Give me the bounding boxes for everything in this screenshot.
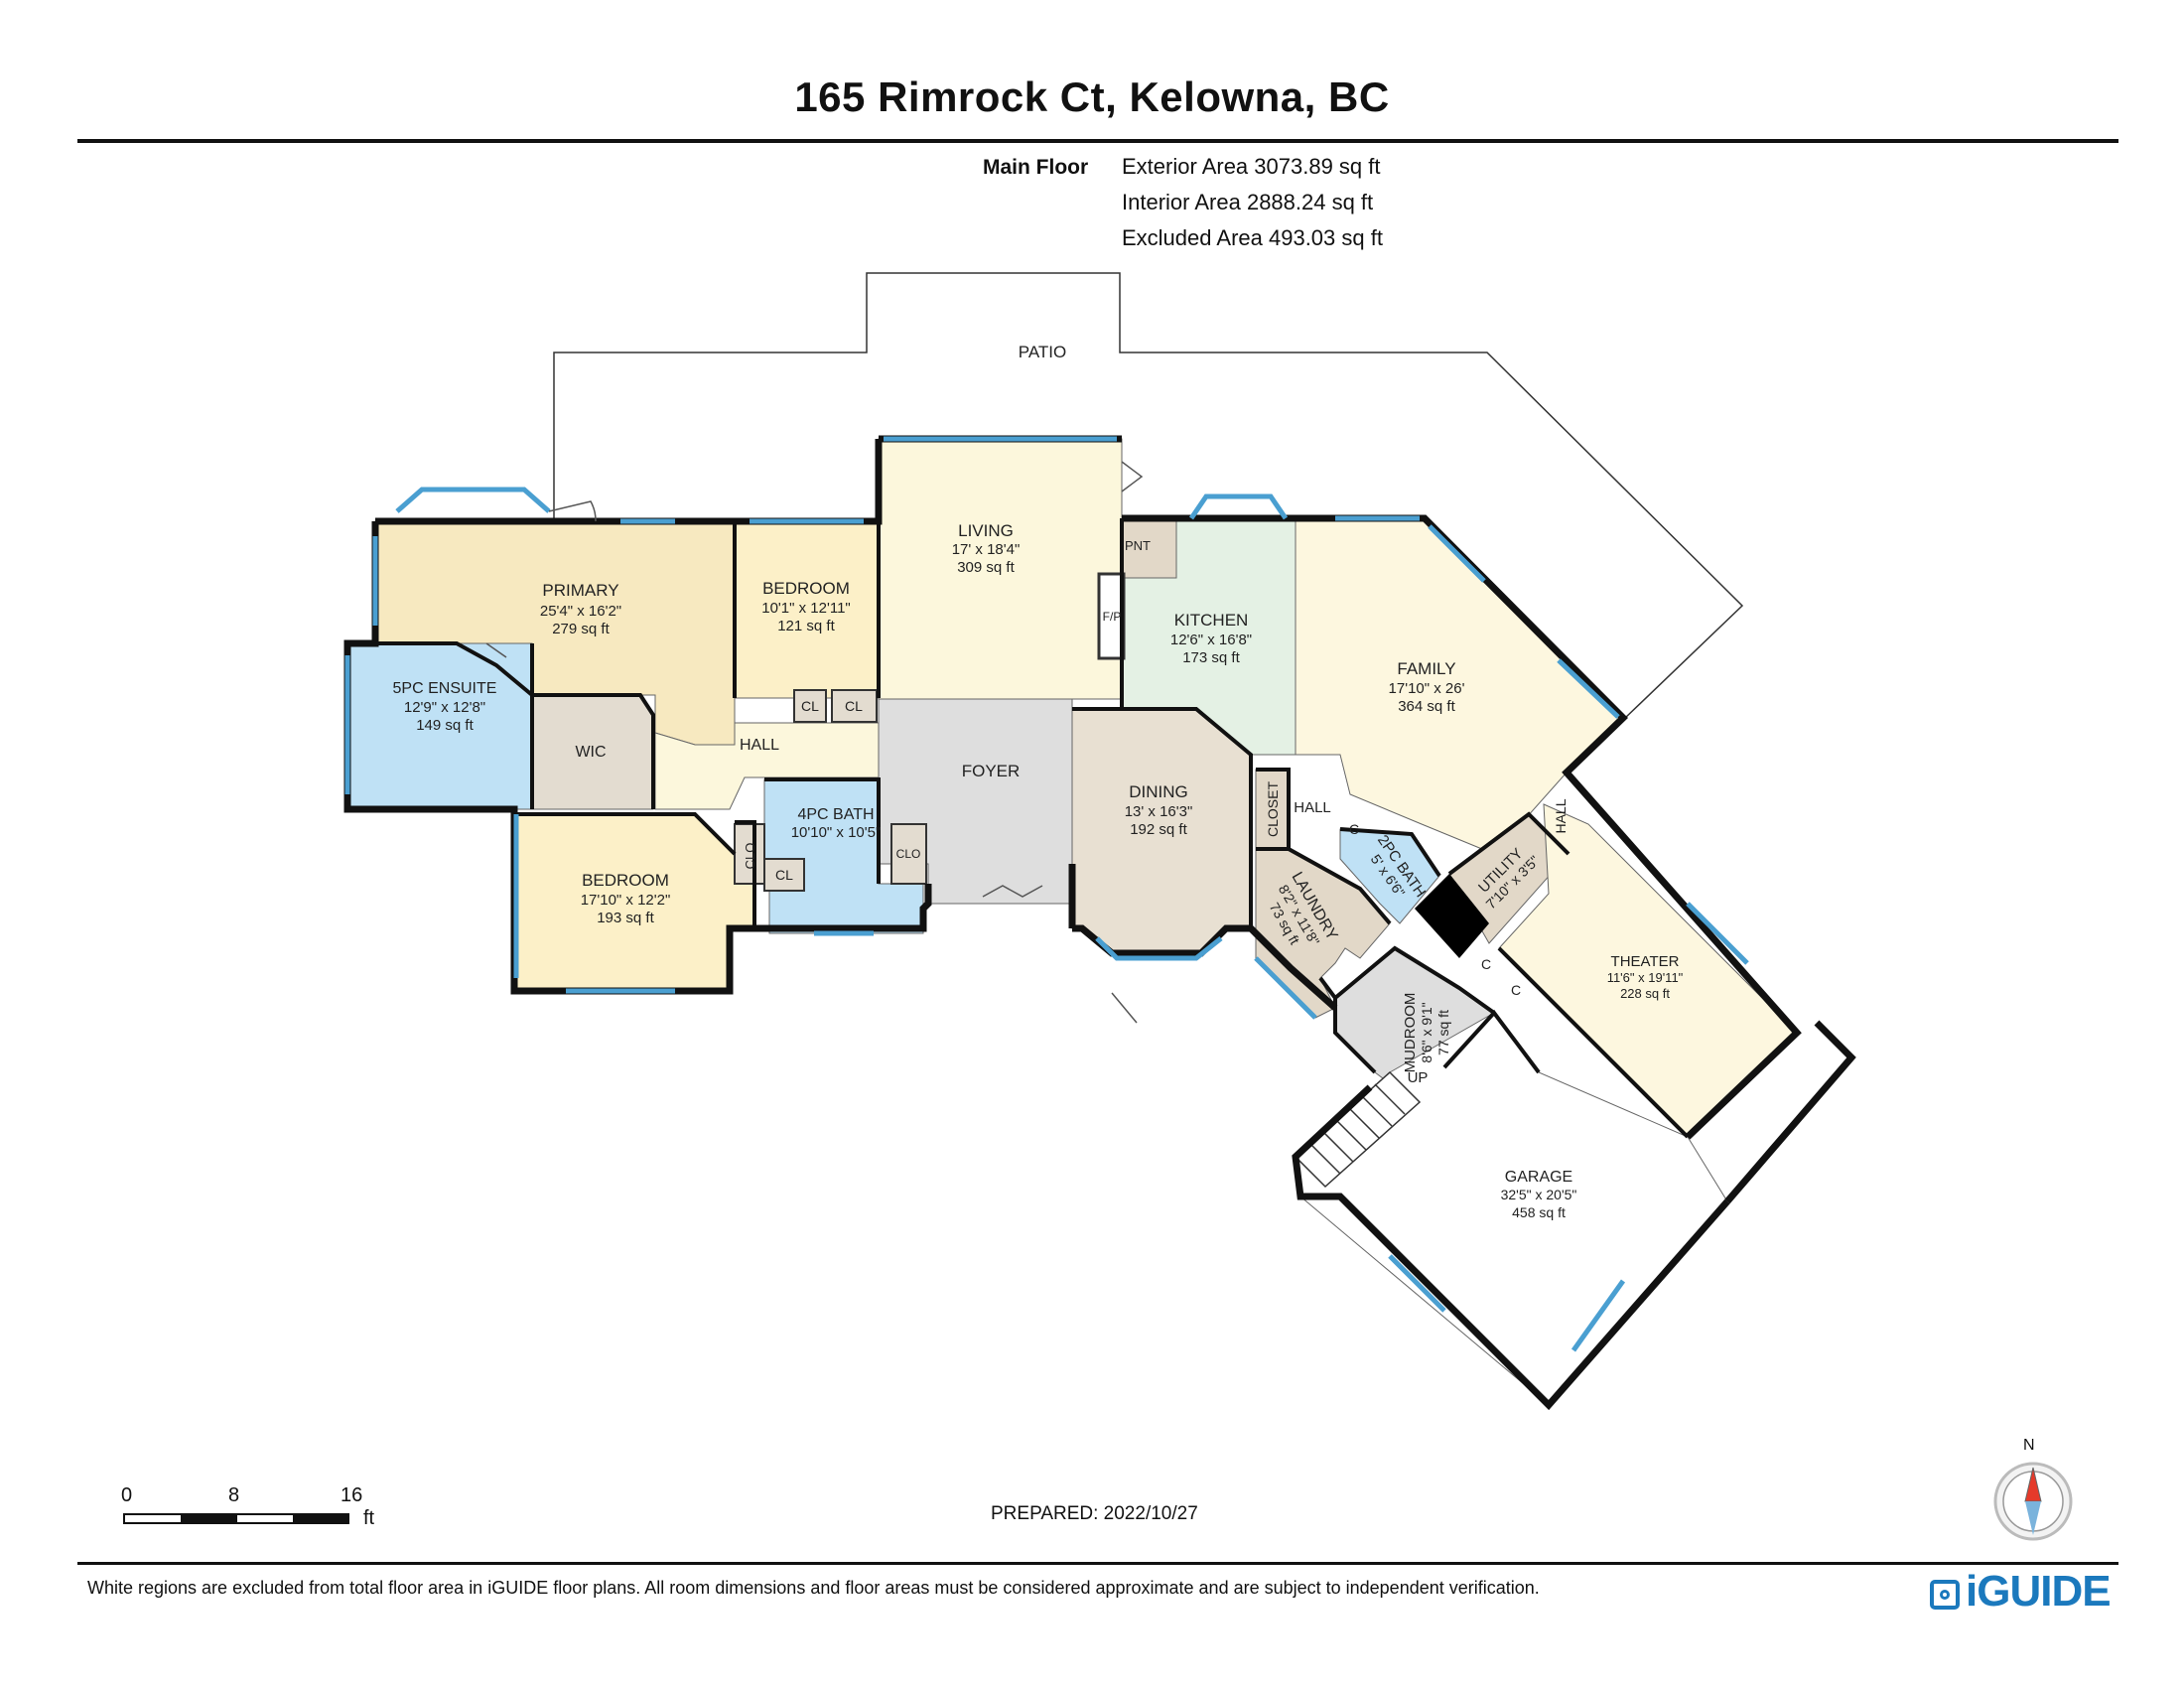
- cl-label-3: CL: [775, 867, 793, 883]
- kitchen-area: 173 sq ft: [1182, 649, 1240, 666]
- doors: [485, 461, 1144, 1024]
- iguide-logo: iGUIDE: [1930, 1567, 2112, 1617]
- closet-clo-2: [890, 823, 927, 885]
- title-rule: [77, 139, 2118, 143]
- closet-cl-2: [831, 689, 878, 723]
- dining-dims: 13' x 16'3": [1125, 803, 1193, 820]
- cl-label-1: CL: [801, 698, 819, 714]
- kitchen-name: KITCHEN: [1174, 611, 1249, 630]
- floor-label: Main Floor: [983, 156, 1089, 179]
- scale-label-16: 16: [341, 1484, 363, 1506]
- living-name: LIVING: [958, 521, 1014, 540]
- page-title: 165 Rimrock Ct, Kelowna, BC: [794, 73, 1390, 120]
- closet-cl-1: [793, 689, 827, 723]
- primary-dims: 25'4" x 16'2": [540, 603, 621, 620]
- c-label-1: C: [1349, 821, 1359, 837]
- bedroom-1-dims: 10'1" x 12'11": [761, 600, 851, 617]
- closet-cl-3: [763, 858, 805, 892]
- bath-4pc-dims: 10'10" x 10'5": [791, 824, 882, 841]
- hall-label: HALL: [740, 737, 779, 754]
- chimney-block: [1415, 874, 1489, 958]
- primary-area: 279 sq ft: [552, 621, 610, 637]
- disclaimer: White regions are excluded from total fl…: [87, 1578, 1540, 1598]
- garage-dims: 32'5" x 20'5": [1501, 1187, 1577, 1202]
- bedroom-1-area: 121 sq ft: [777, 618, 835, 634]
- ensuite-area: 149 sq ft: [416, 717, 474, 734]
- theater-name: THEATER: [1611, 953, 1680, 970]
- hall-3-label: HALL: [1553, 798, 1569, 833]
- bedroom-2-dims: 17'10" x 12'2": [581, 892, 671, 909]
- family-dims: 17'10" x 26': [1389, 680, 1465, 697]
- interior-walls: [347, 518, 1690, 1139]
- scale-bar: [123, 1513, 349, 1524]
- bedroom-1-name: BEDROOM: [762, 579, 850, 598]
- closet-label: CLOSET: [1265, 781, 1281, 837]
- theater-dims: 11'6" x 19'11": [1607, 970, 1684, 985]
- primary-name: PRIMARY: [542, 581, 618, 600]
- compass-icon: [1993, 1462, 2073, 1541]
- bedroom-2-name: BEDROOM: [582, 871, 669, 890]
- iguide-logo-icon: [1930, 1580, 1960, 1610]
- ensuite-name: 5PC ENSUITE: [393, 680, 497, 697]
- family-area: 364 sq ft: [1398, 698, 1455, 715]
- c-label-2: C: [1481, 956, 1491, 972]
- bath-4pc-name: 4PC BATH: [797, 806, 874, 823]
- hall-2-label: HALL: [1294, 799, 1331, 816]
- living-area: 309 sq ft: [957, 559, 1015, 576]
- up-label: UP: [1408, 1069, 1429, 1086]
- bedroom-2-area: 193 sq ft: [597, 910, 654, 926]
- patio-outline: [553, 272, 1744, 721]
- mudroom-dims: 8'6" x 9'1": [1419, 1002, 1434, 1062]
- family-name: FAMILY: [1397, 659, 1455, 678]
- patio-label: PATIO: [1019, 343, 1067, 361]
- interior-area: Interior Area 2888.24 sq ft: [1122, 190, 1374, 214]
- prepared-date: PREPARED: 2022/10/27: [991, 1503, 1198, 1524]
- mudroom-area: 77 sq ft: [1435, 1010, 1451, 1055]
- wic-label: WIC: [575, 744, 606, 761]
- kitchen-dims: 12'6" x 16'8": [1170, 632, 1252, 648]
- pnt-label: PNT: [1125, 538, 1151, 553]
- scale-label-0: 0: [121, 1484, 133, 1506]
- clo-label-2: CLO: [896, 847, 921, 861]
- iguide-logo-text: iGUIDE: [1966, 1567, 2112, 1616]
- mudroom-name: MUDROOM: [1402, 993, 1419, 1073]
- closet-clo-1: [734, 823, 765, 885]
- ensuite-dims: 12'9" x 12'8": [404, 699, 485, 716]
- dining-name: DINING: [1129, 782, 1188, 801]
- foyer-label: FOYER: [962, 762, 1021, 780]
- fp-label: F/P: [1103, 610, 1122, 624]
- garage-name: GARAGE: [1505, 1169, 1572, 1186]
- compass-north-label: N: [2023, 1437, 2035, 1454]
- footer-rule: [77, 1562, 2118, 1565]
- cl-label-2: CL: [845, 698, 863, 714]
- clo-label-1: CLO: [743, 843, 757, 870]
- excluded-area: Excluded Area 493.03 sq ft: [1122, 225, 1383, 250]
- windows: [344, 436, 1749, 1352]
- fireplace: [1097, 572, 1126, 660]
- theater-area: 228 sq ft: [1620, 986, 1670, 1001]
- c-label-3: C: [1511, 982, 1521, 998]
- scale-label-8: 8: [228, 1484, 240, 1506]
- dining-area: 192 sq ft: [1130, 821, 1187, 838]
- scale-unit: ft: [363, 1507, 375, 1529]
- garage-area: 458 sq ft: [1512, 1204, 1566, 1220]
- exterior-area: Exterior Area 3073.89 sq ft: [1122, 154, 1381, 179]
- living-dims: 17' x 18'4": [952, 541, 1021, 558]
- room-labels: PATIO PRIMARY 25'4" x 16'2" 279 sq ft BE…: [393, 343, 1684, 1220]
